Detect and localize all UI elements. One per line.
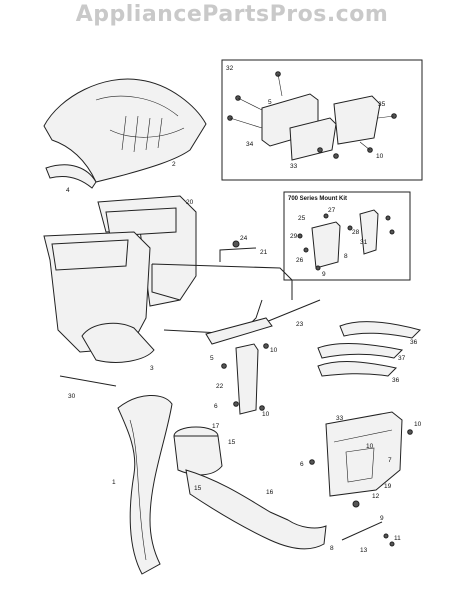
callout-16: 16: [266, 489, 274, 496]
callout-33-top: 33: [290, 163, 298, 170]
callout-30: 30: [68, 393, 76, 400]
callout-24: 24: [240, 235, 248, 242]
right-bracket: [333, 95, 381, 145]
callout-9-b: 9: [380, 515, 384, 522]
callout-22: 22: [216, 383, 224, 390]
rod-30: [59, 375, 117, 387]
callout-6-b: 6: [300, 461, 304, 468]
callout-10: 10: [270, 347, 278, 354]
callout-23: 23: [296, 321, 304, 328]
callout-15-b: 15: [194, 485, 202, 492]
callout-8-b: 8: [330, 545, 334, 552]
callout-28: 28: [352, 229, 360, 236]
callout-10-b: 10: [262, 411, 270, 418]
callout-27: 27: [328, 207, 336, 214]
callout-20: 20: [186, 199, 194, 206]
chute-upper: [117, 394, 173, 575]
callout-26: 26: [296, 257, 304, 264]
callout-17: 17: [212, 423, 220, 430]
callout-36: 36: [410, 339, 418, 346]
callout-36-b: 36: [392, 377, 400, 384]
callout-4: 4: [66, 187, 70, 194]
callout-15: 15: [228, 439, 236, 446]
callout-21: 21: [260, 249, 268, 256]
watermark: AppliancePartsPros.com: [75, 2, 389, 27]
callout-13: 13: [360, 547, 368, 554]
rod-23: [265, 299, 321, 323]
callout-3: 3: [150, 365, 154, 372]
callout-8: 8: [344, 253, 348, 260]
callout-6: 6: [214, 403, 218, 410]
callout-25: 25: [298, 215, 306, 222]
callout-11: 11: [394, 535, 401, 542]
deck-mount: 33 10 10 6 7 12 19 9 8 13 11: [300, 411, 422, 554]
callout-29: 29: [290, 233, 298, 240]
pin: [341, 521, 383, 541]
blades: 36 37 36: [317, 321, 421, 384]
mount-kit-title: 700 Series Mount Kit: [288, 196, 347, 202]
callout-37: 37: [398, 355, 406, 362]
bag-assembly: 20 3: [43, 195, 197, 372]
frame-knob: [232, 240, 240, 248]
bagger-lid: 2 4: [43, 78, 207, 194]
mount-bracket-left: [311, 221, 341, 269]
callout-33: 33: [336, 415, 344, 422]
callout-31: 31: [360, 239, 368, 246]
inset-bracket-kit: 32 34 33 35 10 5: [221, 59, 423, 181]
inset-mount-kit: 700 Series Mount Kit 29 26 25 27 28 8 31…: [283, 191, 411, 281]
callout-1: 1: [112, 479, 116, 486]
discharge-chute: 17 15 15 16 1: [112, 394, 327, 575]
callout-35: 35: [378, 101, 386, 108]
inset-frame: [221, 59, 423, 181]
inset-number: 32: [226, 65, 234, 72]
callout-9: 9: [322, 271, 326, 278]
callout-10-top: 10: [376, 153, 384, 160]
lower-bracket: [289, 117, 337, 161]
callout-10-c: 10: [414, 421, 422, 428]
callout-19: 19: [384, 483, 392, 490]
mount-bracket-right: [359, 209, 379, 255]
callout-2: 2: [172, 161, 176, 168]
callout-7: 7: [388, 457, 392, 464]
bag-base: [81, 322, 155, 363]
callout-34: 34: [246, 141, 254, 148]
callout-5-top: 5: [268, 99, 272, 106]
callout-5: 5: [210, 355, 214, 362]
mount-kit-frame: [283, 191, 411, 281]
chute-lower: [185, 469, 327, 550]
callout-12: 12: [372, 493, 380, 500]
callout-10-d: 10: [366, 443, 374, 450]
mount-plate: 5 10 22 6 10: [205, 317, 278, 418]
lid-flap: [45, 164, 97, 189]
